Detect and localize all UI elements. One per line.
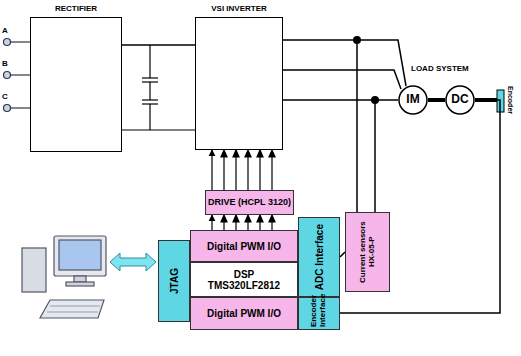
computer-icon bbox=[22, 248, 46, 292]
node-label: TMS320LF2812 bbox=[208, 280, 280, 291]
group-label: LOAD SYSTEM bbox=[411, 64, 469, 73]
node-label: DSP bbox=[234, 269, 255, 280]
gate-signal-arrows bbox=[233, 150, 239, 157]
node-label: JTAG bbox=[169, 268, 180, 294]
phase-label: A bbox=[2, 26, 8, 35]
gate-signal-arrows bbox=[233, 215, 239, 222]
input-terminals bbox=[4, 105, 11, 112]
block-heading: VSI INVERTER bbox=[196, 5, 282, 14]
computer-icon bbox=[59, 240, 101, 270]
jtag-link-arrow bbox=[110, 253, 156, 271]
motor-wires bbox=[357, 40, 406, 86]
driver-box: DRIVE (HCPL 3120) bbox=[205, 190, 294, 215]
rectifier-box: RECTIFIER bbox=[30, 17, 122, 152]
node-label: ADC Interface bbox=[314, 224, 325, 290]
node-label: IM bbox=[406, 93, 419, 106]
jtag-box: JTAG bbox=[158, 240, 190, 322]
connector bbox=[122, 44, 195, 46]
gate-signal-arrows bbox=[245, 215, 251, 222]
jtag-link-arrow bbox=[110, 253, 156, 271]
circle-outline bbox=[399, 86, 427, 114]
inverter-box: VSI INVERTER bbox=[195, 17, 283, 150]
computer-icon bbox=[74, 276, 86, 282]
gate-signal-arrows bbox=[245, 150, 251, 157]
gate-signal-arrows bbox=[257, 215, 263, 222]
gate-signal-arrows bbox=[223, 156, 224, 190]
dc-link-capacitors bbox=[142, 99, 158, 100]
computer-icon bbox=[47, 311, 98, 312]
gate-signal-arrows bbox=[271, 156, 272, 190]
dc-link-capacitors bbox=[122, 45, 195, 130]
connector bbox=[211, 215, 212, 230]
connector bbox=[428, 98, 445, 102]
gate-signal-arrows bbox=[269, 150, 275, 157]
connector bbox=[211, 150, 212, 190]
dc-link-capacitors bbox=[149, 45, 150, 78]
node-label: Encoder Interface bbox=[310, 300, 328, 327]
dc-link-capacitors bbox=[142, 77, 158, 78]
gate-signal-arrows bbox=[247, 156, 248, 190]
input-terminals bbox=[4, 39, 11, 46]
dc-link-capacitors bbox=[149, 104, 150, 130]
computer-icon bbox=[22, 236, 106, 318]
connector bbox=[283, 40, 357, 212]
dsp-box: DSPTMS320LF2812 bbox=[190, 262, 298, 297]
motor-wires bbox=[283, 70, 401, 89]
phase-label: C bbox=[2, 92, 8, 101]
node-label: Digital PWM I/O bbox=[207, 241, 281, 252]
gate-signal-arrows bbox=[259, 156, 260, 190]
node-label: DRIVE (HCPL 3120) bbox=[208, 198, 291, 208]
motor-circle: IM bbox=[398, 85, 428, 115]
pwm-io-box: Digital PWM I/O bbox=[190, 297, 298, 330]
connector bbox=[283, 99, 398, 101]
node-label: Current sensors HX-05-P bbox=[359, 215, 377, 289]
dc-link-capacitors bbox=[149, 82, 150, 100]
gate-signal-arrows bbox=[221, 150, 227, 157]
input-terminals bbox=[4, 72, 11, 79]
motor-wires bbox=[283, 40, 406, 212]
pwm-io-box: Digital PWM I/O bbox=[190, 230, 298, 262]
dc-link-capacitors bbox=[122, 129, 195, 130]
input-terminals bbox=[11, 107, 30, 108]
dc-machine-circle: DC bbox=[445, 85, 475, 115]
sensor-label: Encoder bbox=[507, 86, 514, 114]
gate-signal-arrows bbox=[257, 150, 263, 157]
computer-icon bbox=[66, 282, 94, 286]
gate-signal-arrows bbox=[269, 215, 275, 222]
phase-label: B bbox=[2, 59, 8, 68]
current-sensor-box: Current sensors HX-05-P bbox=[345, 212, 390, 292]
computer-icon bbox=[50, 305, 100, 306]
input-terminals bbox=[11, 74, 30, 75]
circle-outline bbox=[446, 86, 474, 114]
node-label: Digital PWM I/O bbox=[207, 308, 281, 319]
computer-icon bbox=[40, 300, 104, 318]
node-label: DC bbox=[451, 93, 468, 106]
computer-icon bbox=[54, 236, 106, 276]
input-terminals bbox=[11, 41, 30, 42]
block-heading: RECTIFIER bbox=[31, 5, 121, 14]
gate-signal-arrows bbox=[235, 156, 236, 190]
motor-wires bbox=[374, 100, 376, 212]
encoder-interface-box: Encoder Interface bbox=[298, 297, 340, 330]
connector bbox=[340, 100, 500, 313]
gate-signal-arrows bbox=[221, 215, 227, 222]
adc-interface-box: ADC Interface bbox=[298, 217, 340, 297]
